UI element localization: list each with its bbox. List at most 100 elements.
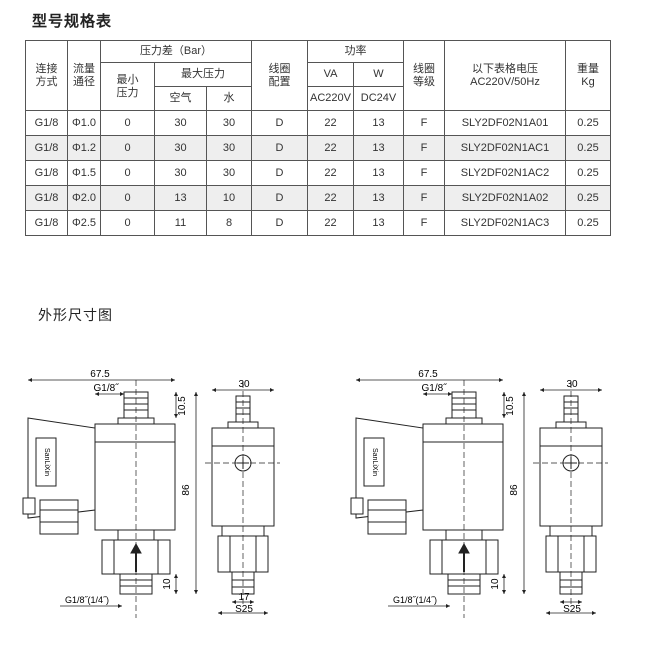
cell-va: 22	[307, 210, 354, 236]
cell-water: 30	[206, 135, 252, 161]
dim-width: 67.5	[90, 369, 110, 380]
cell-coil: D	[251, 110, 308, 136]
header-connection: 连接方式	[25, 40, 68, 111]
cell-conn: G1/8	[25, 160, 68, 186]
header-pressure-diff: 压力差（Bar）	[100, 40, 252, 63]
cell-air: 11	[154, 210, 207, 236]
dim-top: 10.5	[505, 396, 516, 416]
cell-orifice: Φ2.5	[67, 210, 101, 236]
header-w: W	[353, 62, 404, 87]
dim-height: 86	[181, 484, 192, 496]
cell-water: 30	[206, 160, 252, 186]
cell-weight: 0.25	[565, 210, 611, 236]
cell-va: 22	[307, 160, 354, 186]
dim-port-top: G1/8˝	[93, 382, 119, 394]
dim-side-width: 30	[238, 379, 250, 390]
cell-orifice: Φ2.0	[67, 185, 101, 211]
table-row: G1/8 Φ1.2 0 30 30 D 22 13 F SLY2DF02N1AC…	[25, 135, 611, 161]
cell-conn: G1/8	[25, 135, 68, 161]
header-weight: 重量 Kg	[565, 40, 611, 111]
header-orifice: 流量通径	[67, 40, 101, 111]
dim-bottom: 10	[162, 578, 173, 590]
cell-air: 30	[154, 135, 207, 161]
drawing-right: SanLiXin 67.5 G1/8˝ 10.5 86 10 G1/8˝(1/4…	[350, 369, 609, 619]
side-view	[204, 381, 281, 607]
header-max-pressure: 最大压力	[154, 62, 252, 87]
cell-coil: D	[251, 160, 308, 186]
spec-table-title: 型号规格表	[32, 12, 113, 30]
dim-port-top: G1/8˝	[421, 382, 447, 394]
side-view	[532, 381, 609, 607]
brand-label: SanLiXin	[371, 448, 378, 476]
drawing-title: 外形尺寸图	[38, 308, 113, 324]
cell-model: SLY2DF02N1A02	[444, 185, 566, 211]
dim-width: 67.5	[418, 369, 438, 380]
table-row: G1/8 Φ2.5 0 11 8 D 22 13 F SLY2DF02N1AC3…	[25, 210, 611, 236]
header-ac220v: AC220V	[307, 86, 354, 111]
header-water: 水	[206, 86, 252, 111]
dim-bottom: 10	[490, 578, 501, 590]
cell-coil: D	[251, 210, 308, 236]
cell-grade: F	[403, 110, 445, 136]
header-model: 以下表格电压 AC220V/50Hz	[444, 40, 566, 111]
cell-min: 0	[100, 210, 155, 236]
cell-weight: 0.25	[565, 135, 611, 161]
header-power: 功率	[307, 40, 404, 63]
header-air: 空气	[154, 86, 207, 111]
cell-w: 13	[353, 135, 404, 161]
cell-conn: G1/8	[25, 110, 68, 136]
cell-water: 8	[206, 210, 252, 236]
cell-min: 0	[100, 160, 155, 186]
cell-orifice: Φ1.2	[67, 135, 101, 161]
header-va: VA	[307, 62, 354, 87]
cell-coil: D	[251, 135, 308, 161]
cell-air: 30	[154, 160, 207, 186]
table-row: G1/8 Φ1.0 0 30 30 D 22 13 F SLY2DF02N1A0…	[25, 110, 611, 136]
dim-side-width: 30	[566, 379, 578, 390]
header-dc24v: DC24V	[353, 86, 404, 111]
dim-port-bottom: G1/8˝(1/4˝)	[393, 595, 437, 605]
cell-orifice: Φ1.5	[67, 160, 101, 186]
cell-grade: F	[403, 135, 445, 161]
cell-conn: G1/8	[25, 185, 68, 211]
cell-orifice: Φ1.0	[67, 110, 101, 136]
dim-port-bottom: G1/8˝(1/4˝)	[65, 595, 109, 605]
cell-air: 30	[154, 110, 207, 136]
cell-grade: F	[403, 210, 445, 236]
cell-air: 13	[154, 185, 207, 211]
dimension-drawing: SanLiXin 67.5 G1/8˝ 10.5 86 10 G1/8˝(1/4…	[22, 369, 609, 619]
cell-grade: F	[403, 160, 445, 186]
cell-weight: 0.25	[565, 160, 611, 186]
table-row: G1/8 Φ1.5 0 30 30 D 22 13 F SLY2DF02N1AC…	[25, 160, 611, 186]
front-view	[350, 379, 504, 619]
dim-hex: S25	[563, 604, 581, 615]
cell-model: SLY2DF02N1AC2	[444, 160, 566, 186]
cell-model: SLY2DF02N1AC3	[444, 210, 566, 236]
brand-label: SanLiXin	[43, 448, 50, 476]
cell-w: 13	[353, 185, 404, 211]
cell-w: 13	[353, 110, 404, 136]
cell-model: SLY2DF02N1A01	[444, 110, 566, 136]
cell-model: SLY2DF02N1AC1	[444, 135, 566, 161]
cell-coil: D	[251, 185, 308, 211]
cell-w: 13	[353, 210, 404, 236]
cell-va: 22	[307, 135, 354, 161]
spec-table: 连接方式 流量通径 压力差（Bar） 线圈配置 功率 线圈等级 以下表格电压 A…	[25, 40, 611, 236]
cell-conn: G1/8	[25, 210, 68, 236]
cell-grade: F	[403, 185, 445, 211]
cell-w: 13	[353, 160, 404, 186]
cell-min: 0	[100, 135, 155, 161]
dim-hex: S25	[235, 604, 253, 615]
cell-water: 10	[206, 185, 252, 211]
cell-min: 0	[100, 185, 155, 211]
header-coil-grade: 线圈等级	[403, 40, 445, 111]
header-coil-config: 线圈配置	[251, 40, 308, 111]
dim-nut: 17	[238, 592, 250, 603]
front-view	[22, 379, 176, 619]
cell-va: 22	[307, 110, 354, 136]
cell-min: 0	[100, 110, 155, 136]
dim-top: 10.5	[177, 396, 188, 416]
cell-va: 22	[307, 185, 354, 211]
table-row: G1/8 Φ2.0 0 13 10 D 22 13 F SLY2DF02N1A0…	[25, 185, 611, 211]
cell-weight: 0.25	[565, 185, 611, 211]
